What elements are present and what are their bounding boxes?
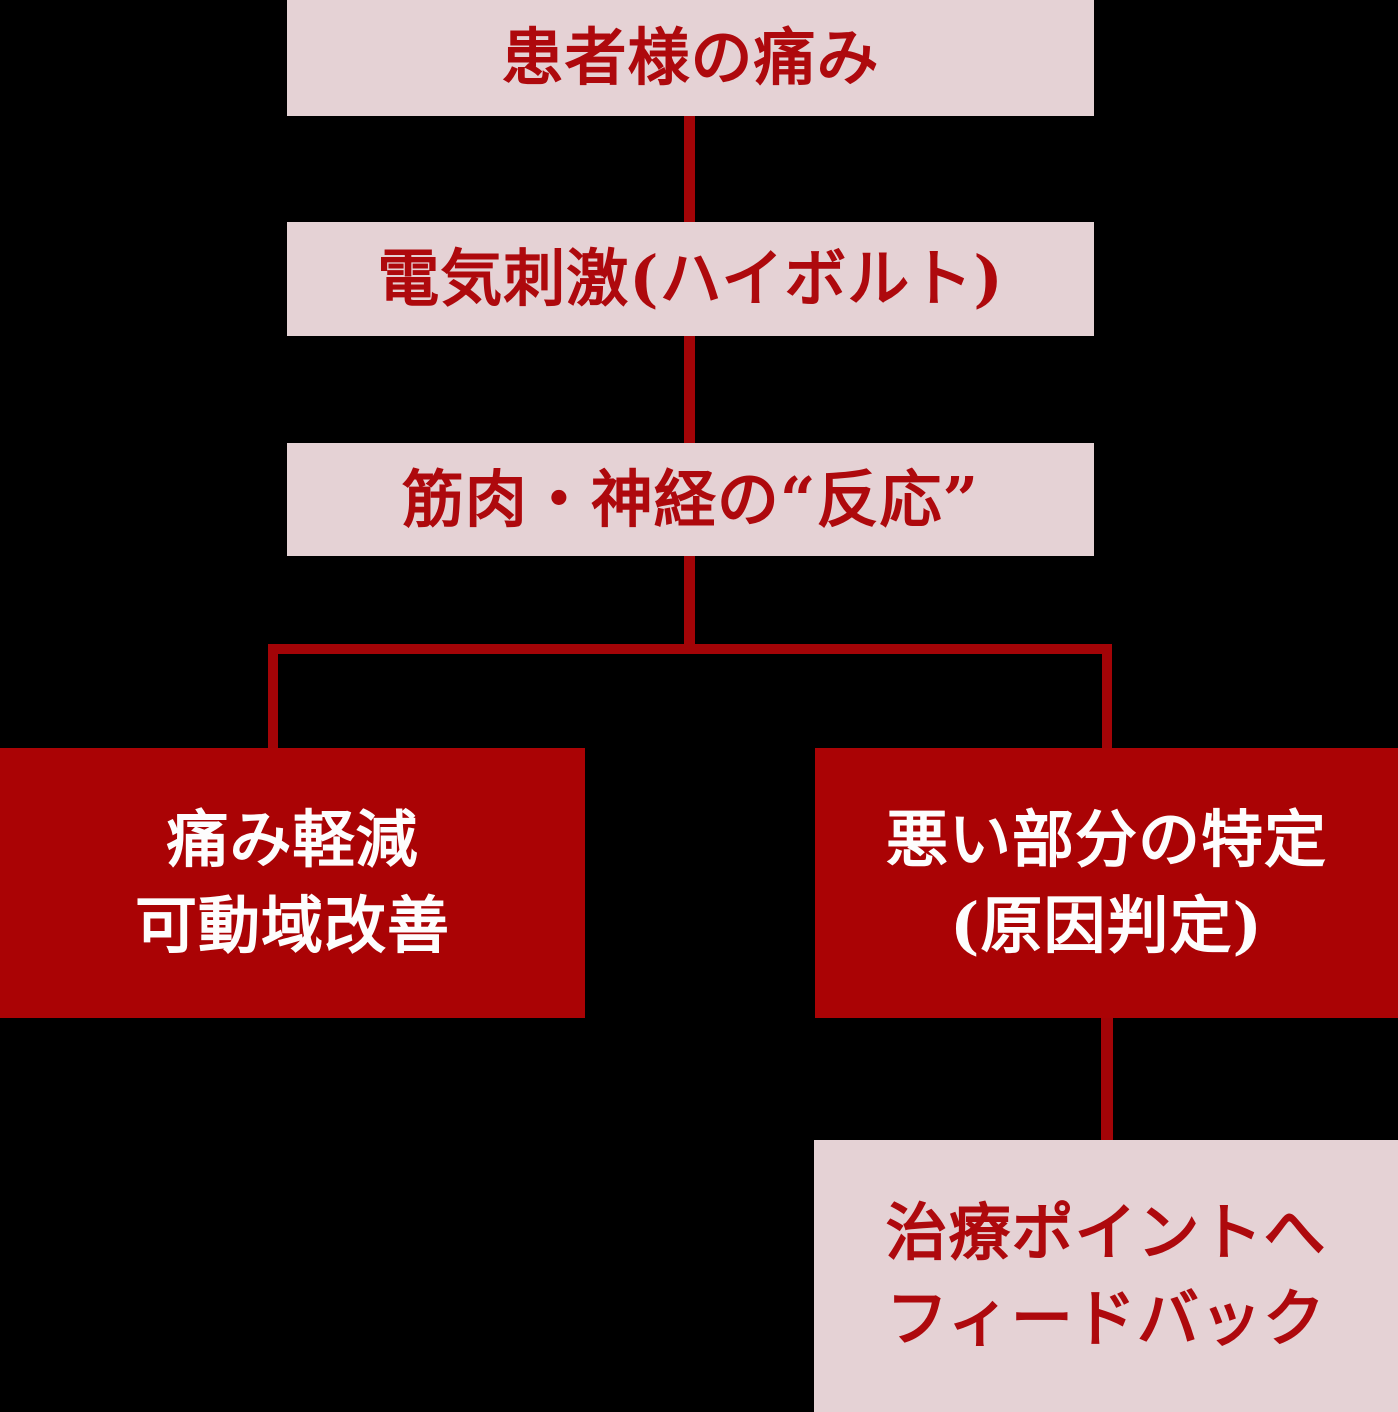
node-pain-relief-line2: 可動域改善 bbox=[134, 889, 450, 962]
branch-left-drop-line bbox=[268, 654, 278, 748]
node-treatment-feedback-line1: 治療ポイントへ bbox=[885, 1196, 1327, 1270]
node-muscle-nerve-response-label: 筋肉・神経の“反応” bbox=[401, 462, 980, 536]
node-pain-relief: 痛み軽減 可動域改善 bbox=[0, 748, 585, 1018]
node-electric-stimulation-label: 電気刺激(ハイボルト) bbox=[377, 242, 1004, 316]
node-electric-stimulation: 電気刺激(ハイボルト) bbox=[287, 222, 1094, 336]
node-treatment-feedback: 治療ポイントへ フィードバック bbox=[814, 1140, 1398, 1412]
node-muscle-nerve-response: 筋肉・神経の“反応” bbox=[287, 443, 1094, 556]
connector-stimulation-to-response bbox=[684, 336, 695, 443]
connector-pain-to-stimulation bbox=[684, 116, 695, 222]
node-treatment-feedback-line2: フィードバック bbox=[886, 1282, 1326, 1355]
node-bad-part-identification: 悪い部分の特定 (原因判定) bbox=[815, 748, 1398, 1018]
node-bad-part-identification-line2: (原因判定) bbox=[950, 889, 1263, 962]
branch-right-drop-line bbox=[1102, 654, 1112, 748]
node-pain-relief-line1: 痛み軽減 bbox=[166, 803, 419, 877]
connector-response-branch-stem bbox=[684, 556, 695, 644]
branch-horizontal-line bbox=[268, 644, 1112, 654]
node-patient-pain: 患者様の痛み bbox=[287, 0, 1094, 116]
connector-identification-to-feedback bbox=[1101, 1018, 1113, 1140]
node-patient-pain-label: 患者様の痛み bbox=[501, 21, 880, 95]
node-bad-part-identification-line1: 悪い部分の特定 bbox=[885, 803, 1327, 877]
